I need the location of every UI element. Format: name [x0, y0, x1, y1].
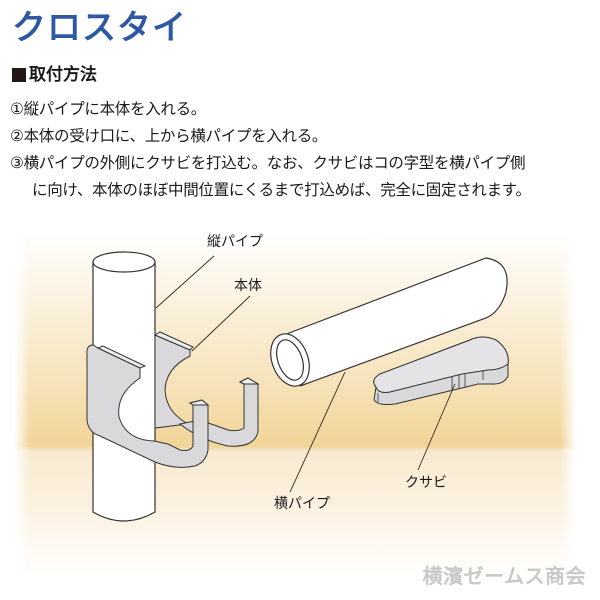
leader-lines [155, 255, 456, 493]
installation-steps: ①縦パイプに本体を入れる。 ②本体の受け口に、上から横パイプを入れる。 ③横パイ… [10, 96, 595, 204]
label-wedge: クサビ [405, 475, 447, 491]
body-front-plate [86, 344, 210, 468]
section-heading: 取付方法 [12, 63, 97, 87]
label-vertical-pipe: 縦パイプ [207, 234, 263, 250]
step-2: ②本体の受け口に、上から横パイプを入れる。 [10, 127, 328, 145]
horizontal-pipe-illustration [270, 257, 508, 387]
page-title: クロスタイ [12, 8, 187, 48]
label-body: 本体 [234, 278, 262, 294]
watermark: 横濱ゼームス商会 [422, 564, 586, 588]
label-horizontal-pipe: 横パイプ [274, 496, 330, 512]
step-3-continued: に向け、本体のほぼ中間位置にくるまで打込めば、完全に固定されます。 [32, 181, 531, 199]
wedge-illustration [373, 336, 509, 405]
section-heading-text: 取付方法 [29, 65, 97, 85]
square-bullet-icon [12, 68, 26, 82]
step-1: ①縦パイプに本体を入れる。 [10, 100, 206, 118]
step-3: ③横パイプの外側にクサビを打込む。なお、クサビはコの字型を横パイプ側 [10, 154, 526, 172]
